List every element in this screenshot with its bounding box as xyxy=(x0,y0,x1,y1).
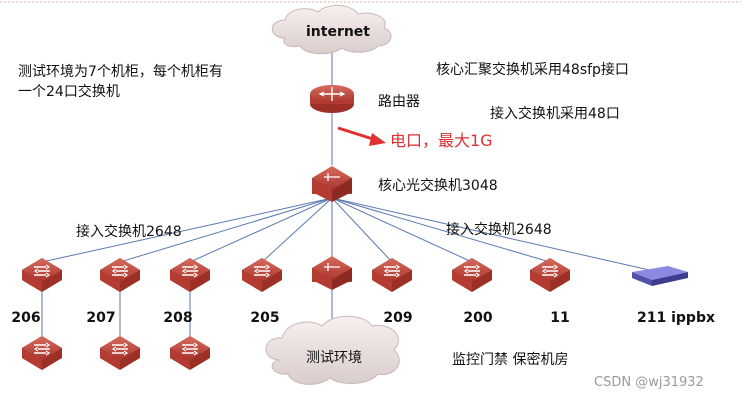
internet-label: internet xyxy=(306,24,370,40)
uplink-arrow xyxy=(337,126,386,146)
switch-206-icon xyxy=(21,257,63,293)
core-switch-label: 核心光交换机3048 xyxy=(378,177,498,194)
switch-206b-icon xyxy=(21,335,63,371)
links xyxy=(41,45,659,340)
switch-test-icon xyxy=(312,256,352,290)
node-label-207: 207 xyxy=(86,310,115,326)
switch-207b-icon xyxy=(99,335,141,371)
node-label-11: 11 xyxy=(550,310,569,326)
switch-208b-icon xyxy=(169,335,211,371)
core-switch-icon xyxy=(312,166,352,202)
node-label-209: 209 xyxy=(383,310,412,326)
switch-11-icon xyxy=(529,257,571,293)
core-ports-note: 核心汇聚交换机采用48sfp接口 xyxy=(436,61,629,78)
node-label-ippbx: 211 ippbx xyxy=(637,310,715,326)
switch-208-icon xyxy=(169,257,211,293)
internet-cloud-icon xyxy=(271,5,392,55)
test-env-cloud-icon xyxy=(265,315,400,385)
node-label-205: 205 xyxy=(250,310,279,326)
switch-200-icon xyxy=(451,257,493,293)
node-label-206: 206 xyxy=(11,310,40,326)
watermark: CSDN @wj31932 xyxy=(594,375,704,390)
node-label-208: 208 xyxy=(163,310,192,326)
router-icon xyxy=(310,85,354,113)
test-env-label: 测试环境 xyxy=(306,350,362,366)
ippbx-device-icon xyxy=(632,266,688,286)
env-note-line2: 一个24口交换机 xyxy=(18,83,120,100)
node-label-200: 200 xyxy=(463,310,492,326)
switch-205-icon xyxy=(241,257,283,293)
env-note-line1: 测试环境为7个机柜，每个机柜有 xyxy=(18,64,223,80)
access-switch-label-left: 接入交换机2648 xyxy=(76,223,182,240)
router-label: 路由器 xyxy=(378,94,420,110)
uplink-note: 电口，最大1G xyxy=(390,131,493,150)
access-switch-label-right: 接入交换机2648 xyxy=(446,221,552,238)
access-ports-note: 接入交换机采用48口 xyxy=(490,105,620,122)
switch-209-icon xyxy=(371,257,413,293)
bottom-note: 监控门禁 保密机房 xyxy=(452,351,568,368)
switch-207-icon xyxy=(99,257,141,293)
